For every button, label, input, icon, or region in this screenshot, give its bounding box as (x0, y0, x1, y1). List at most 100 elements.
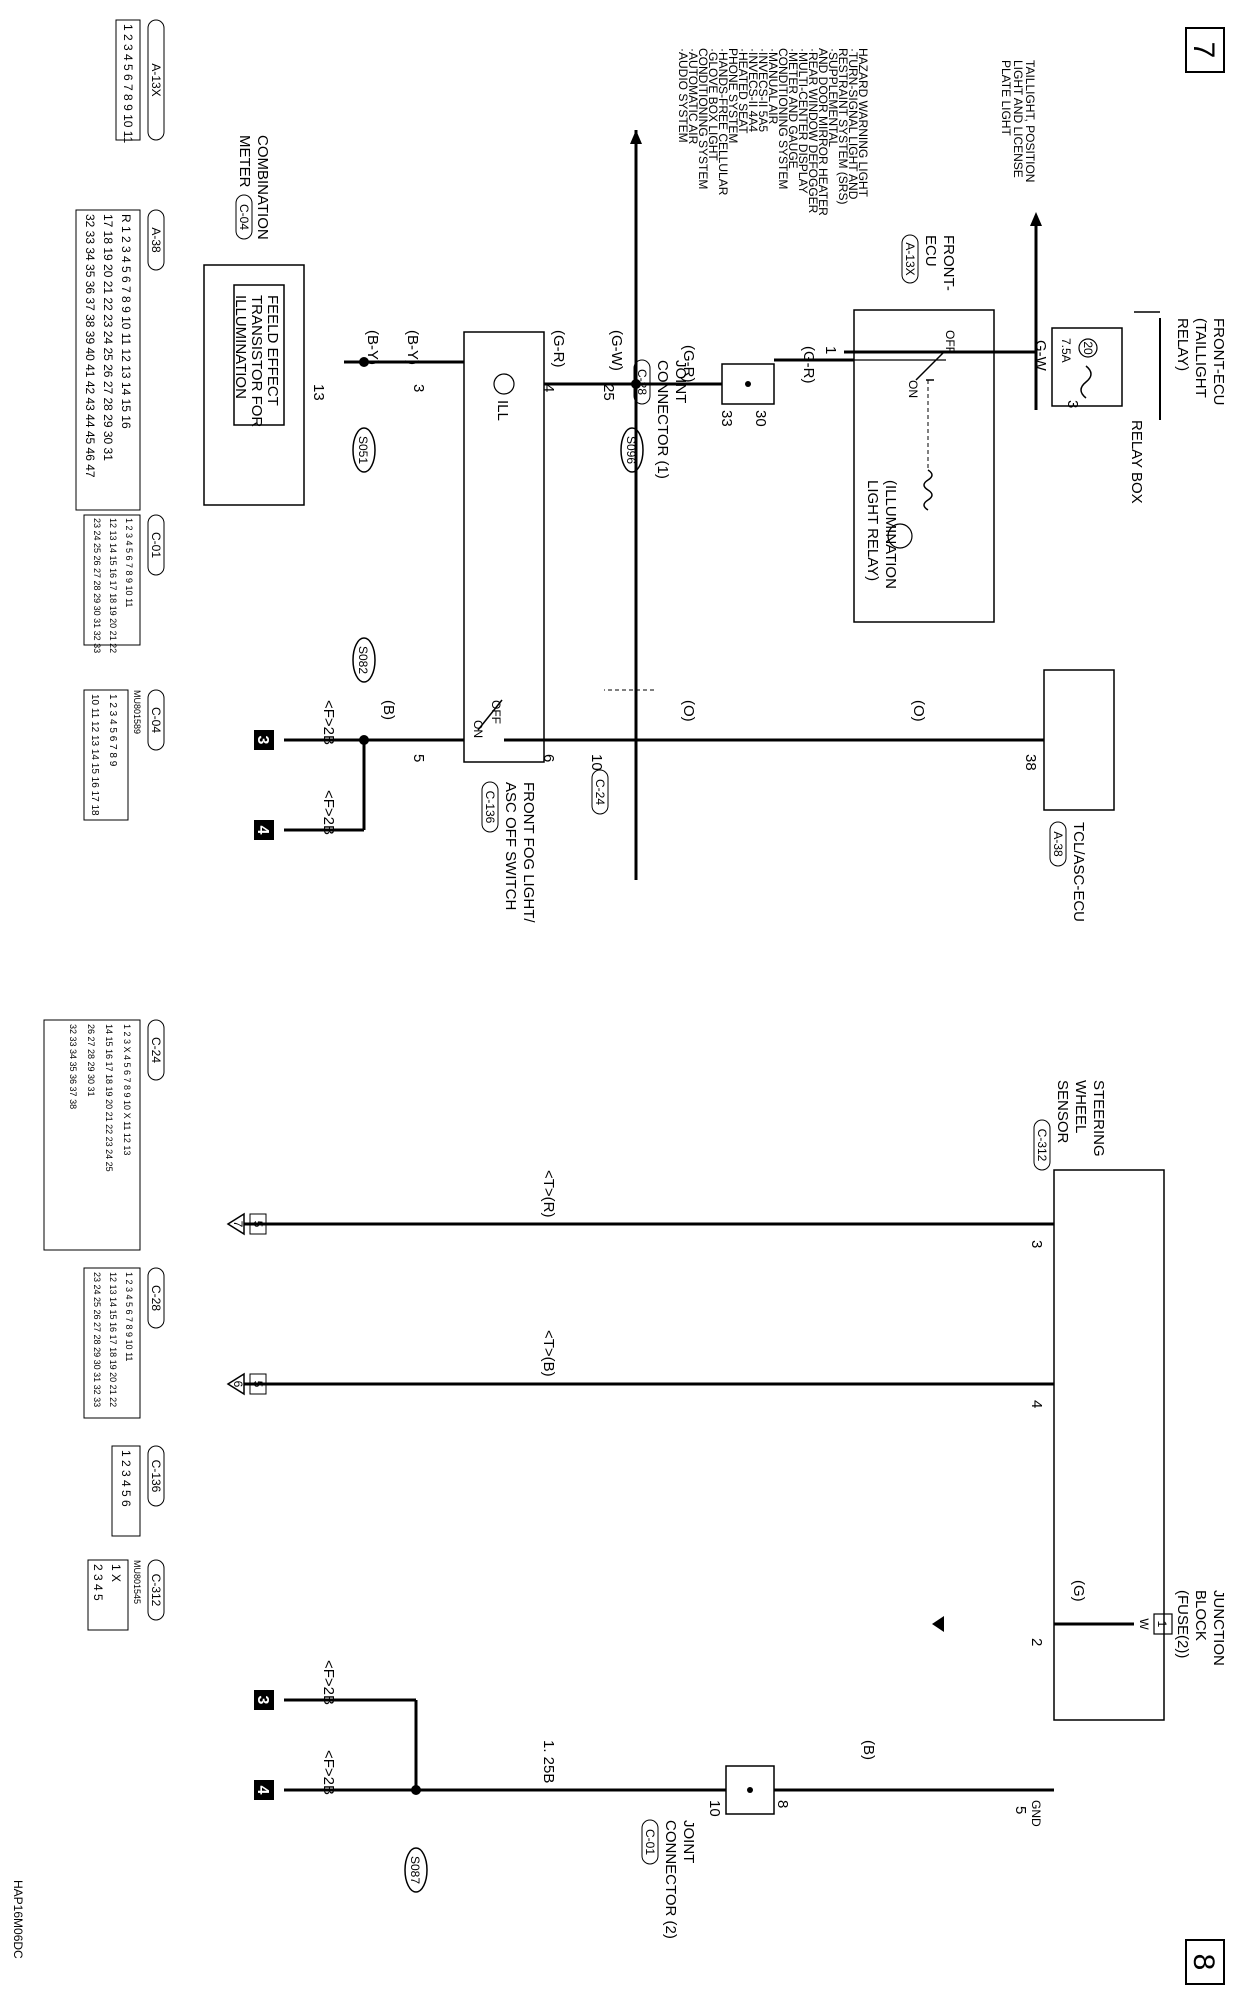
ref-5b: 5 (251, 1381, 265, 1388)
illum-relay-coil (923, 469, 933, 511)
fog-switch-label-1: FRONT FOG LIGHT/ (520, 782, 537, 923)
tcl-ecu-box (1043, 669, 1115, 811)
ref-5a: 5 (251, 1221, 265, 1228)
svg-text:·MANUAL AIR: ·MANUAL AIR (766, 48, 780, 125)
steering-conn-frame (1033, 1119, 1051, 1171)
ground-ref-3b-box (254, 1690, 274, 1710)
svg-text:·GLOVE BOX LIGHT: ·GLOVE BOX LIGHT (706, 48, 720, 161)
ground-ref-4a: 4 (254, 826, 271, 835)
joint-connector-1-node (745, 381, 751, 387)
illum-relay-label-2: LIGHT RELAY) (864, 480, 881, 581)
tcl-ecu-conn-frame (1049, 821, 1067, 867)
pin-30: 30 (752, 410, 769, 427)
svg-text:14 15 16 17 18 19 20 21 22 23: 14 15 16 17 18 19 20 21 22 23 24 25 (104, 1024, 114, 1172)
splice-s082-tag (352, 637, 376, 683)
pin-33: 33 (718, 410, 735, 427)
combination-meter-conn: C-04 (237, 204, 251, 230)
svg-text:·TURN-SIGNAL LIGHT AND: ·TURN-SIGNAL LIGHT AND (846, 48, 860, 200)
svg-text:1 2 3 4 5 6 7 8 9 10 11: 1 2 3 4 5 6 7 8 9 10 11 (124, 518, 134, 607)
page-number-bottom-box (1185, 1939, 1225, 1985)
svg-text:32 33 34 35 36 37 38 39 40 41: 32 33 34 35 36 37 38 39 40 41 42 43 44 4… (83, 214, 97, 478)
combination-meter-label-1: COMBINATION (254, 135, 271, 240)
fet-label-1: FEELD EFFECT (264, 295, 281, 406)
svg-text:1 2 3 4 5 6 7 8 9: 1 2 3 4 5 6 7 8 9 (107, 694, 118, 767)
svg-text:MU801545: MU801545 (132, 1560, 142, 1604)
ground-ref-4b-box (254, 1780, 274, 1800)
relay-contact (915, 351, 945, 381)
wire-b-b: (B) (860, 1740, 877, 1760)
ground-ref-3b: 3 (254, 1696, 271, 1705)
connector-c28: C-28 1 2 3 4 5 6 7 8 9 10 11 12 13 14 15… (83, 1267, 165, 1419)
pin-10: 10 (588, 754, 605, 771)
ground-ref-4a-box (254, 820, 274, 840)
wire-f2b-3: <F>2B (320, 1660, 337, 1705)
ref-5a-box (249, 1213, 267, 1235)
wire-o-b: (O) (680, 700, 697, 722)
wire-f2b-4: <F>2B (320, 1750, 337, 1795)
switch-off-label: OFF (943, 330, 957, 354)
steering-label-1: STEERING (1090, 1080, 1107, 1157)
wire-gr-b: (G-R) (680, 345, 697, 383)
svg-text:23 24 25 26 27 28 29 30 31 32: 23 24 25 26 27 28 29 30 31 32 33 (92, 1272, 102, 1407)
pin-6: 6 (540, 754, 557, 762)
relay-box (1051, 327, 1123, 407)
svg-text:CONDITIONING SYSTEM: CONDITIONING SYSTEM (776, 48, 790, 189)
wire-f2b-2: <F>2B (320, 790, 337, 835)
svg-text:C-28: C-28 (149, 1285, 163, 1311)
svg-text:·INVECS-II 4A4: ·INVECS-II 4A4 (746, 48, 760, 132)
ill-label: ILL (494, 400, 511, 421)
splice-s082: S082 (356, 646, 370, 674)
wire-g: (G) (1070, 1580, 1087, 1602)
taillight-feed-arrow (1030, 212, 1042, 226)
relay-box-label: RELAY BOX (1128, 420, 1145, 504)
ref-7: 7 (231, 1221, 245, 1228)
taillight-relay-label-3: RELAY) (1174, 318, 1191, 371)
splice-s096: S096 (624, 436, 638, 464)
svg-text:HAZARD WARNING LIGHT: HAZARD WARNING LIGHT (856, 48, 870, 198)
taillight-feed-label-1: TAILLIGHT, POSITION (1023, 60, 1037, 182)
svg-text:·HANDS-FREE CELLULAR: ·HANDS-FREE CELLULAR (716, 48, 730, 196)
illum-relay-label-1: (ILLUMINATION (882, 480, 899, 589)
jc2-conn-frame (641, 1819, 659, 1865)
svg-text:·METER AND GAUGE: ·METER AND GAUGE (786, 48, 800, 169)
junction-ref-1: 1 (1155, 1621, 1169, 1628)
wire-o-a: (O) (910, 700, 927, 722)
pin-38: 38 (1022, 754, 1039, 771)
ground-ref-3a-box (254, 730, 274, 750)
splice-s096-tag (620, 427, 644, 473)
fog-switch-label-2: ASC OFF SWITCH (502, 782, 519, 910)
svg-text:·MULTI-CENTER DISPLAY: ·MULTI-CENTER DISPLAY (796, 48, 810, 194)
ref-6-triangle (226, 1372, 245, 1396)
wire-gw-b: (G-W) (608, 330, 625, 371)
svg-text:2 3 4 5: 2 3 4 5 (91, 1564, 105, 1601)
svg-text:C-01: C-01 (149, 532, 163, 558)
svg-text:MU801589: MU801589 (132, 690, 142, 734)
jc1-label-1: JOINT (672, 360, 689, 403)
wire-gr-a: (G-R) (800, 346, 817, 384)
ref-7-triangle (226, 1212, 245, 1236)
steering-pin-3: 3 (1028, 1240, 1045, 1248)
fet-box (233, 284, 285, 426)
wire-b-a: (B) (380, 700, 397, 720)
pin-3b: 3 (410, 384, 427, 392)
front-ecu-box (853, 309, 995, 623)
connector-c136: C-136 1 2 3 4 5 6 (111, 1445, 165, 1537)
svg-text:AND DOOR MIRROR HEATER: AND DOOR MIRROR HEATER (816, 48, 830, 216)
svg-text:A-38: A-38 (149, 227, 163, 253)
svg-text:C-24: C-24 (149, 1037, 163, 1063)
svg-text:32 33 34 35 36 37 38: 32 33 34 35 36 37 38 (68, 1024, 78, 1109)
ref-5b-box (249, 1373, 267, 1395)
steering-conn: C-312 (1035, 1129, 1049, 1162)
connector-c04: C-04 MU801589 1 2 3 4 5 6 7 8 9 10 11 12… (83, 689, 165, 821)
svg-text:1 X: 1 X (109, 1564, 123, 1582)
junction-label-3: (FUSE(2)) (1174, 1590, 1191, 1658)
fet-label-3: ILLUMINATION (232, 295, 249, 399)
svg-text:R 1 2 3 4 5 6 7 8 9 10 11 12: R 1 2 3 4 5 6 7 8 9 10 11 12 13 14 15 16 (119, 214, 133, 429)
jc2-pin-10: 10 (706, 1800, 723, 1817)
combination-meter-box (203, 264, 305, 506)
drawing-code: HAP16M06DC (11, 1880, 25, 1959)
c24-conn-label: C-24 (593, 779, 607, 805)
ref-6: 6 (231, 1381, 245, 1388)
steering-pin-4: 4 (1028, 1400, 1045, 1408)
svg-text:12 13 14 15 16 17 18 19 20 21: 12 13 14 15 16 17 18 19 20 21 22 (108, 1272, 118, 1407)
